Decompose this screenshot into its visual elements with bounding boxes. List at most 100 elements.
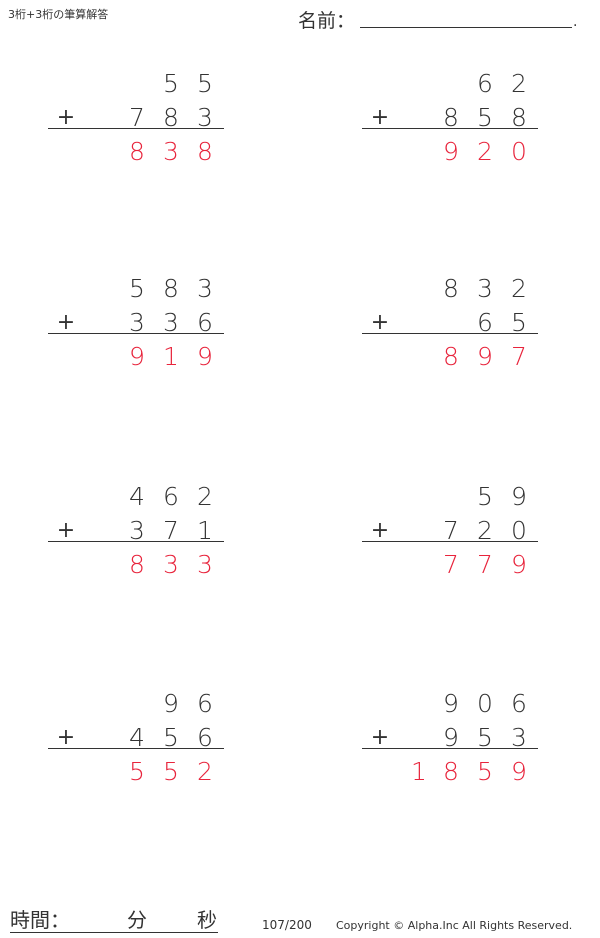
answer-digit: 7 — [443, 550, 459, 579]
answer-digit: 8 — [443, 342, 459, 371]
digit: 5 — [511, 308, 527, 337]
answer-digit: 9 — [511, 550, 527, 579]
digit: 7 — [163, 516, 179, 545]
digit: 2 — [197, 482, 213, 511]
sum-rule-line — [48, 128, 224, 129]
answer-digit: 1 — [163, 342, 179, 371]
plus-sign: + — [370, 725, 390, 750]
answer-digit: 8 — [129, 550, 145, 579]
answer-digit: 9 — [129, 342, 145, 371]
answer-digit: 8 — [197, 137, 213, 166]
digit: 2 — [511, 69, 527, 98]
name-label: 名前： — [298, 10, 356, 32]
plus-sign: + — [56, 725, 76, 750]
answer-digit: 0 — [511, 137, 527, 166]
name-end-mark: . — [573, 14, 578, 30]
digit: 8 — [163, 274, 179, 303]
digit: 7 — [443, 516, 459, 545]
digit: 5 — [163, 723, 179, 752]
digit: 3 — [511, 723, 527, 752]
worksheet-title: 3桁+3桁の筆算解答 — [8, 8, 109, 21]
plus-sign: + — [370, 310, 390, 335]
digit: 6 — [197, 689, 213, 718]
digit: 5 — [477, 103, 493, 132]
digit: 8 — [511, 103, 527, 132]
answer-digit: 2 — [477, 137, 493, 166]
plus-sign: + — [56, 105, 76, 130]
digit: 9 — [163, 689, 179, 718]
answer-digit: 3 — [163, 137, 179, 166]
time-underline — [10, 932, 218, 933]
digit: 6 — [477, 69, 493, 98]
digit: 0 — [477, 689, 493, 718]
digit: 9 — [511, 482, 527, 511]
sum-rule-line — [362, 541, 538, 542]
digit: 6 — [477, 308, 493, 337]
digit: 4 — [129, 482, 145, 511]
answer-digit: 7 — [511, 342, 527, 371]
digit: 6 — [197, 723, 213, 752]
plus-sign: + — [370, 105, 390, 130]
digit: 3 — [129, 516, 145, 545]
plus-sign: + — [56, 310, 76, 335]
answer-digit: 8 — [129, 137, 145, 166]
answer-digit: 7 — [477, 550, 493, 579]
digit: 8 — [163, 103, 179, 132]
answer-digit: 9 — [197, 342, 213, 371]
digit: 8 — [443, 103, 459, 132]
plus-sign: + — [56, 518, 76, 543]
page-number: 107/200 — [262, 918, 312, 932]
digit: 6 — [163, 482, 179, 511]
digit: 2 — [511, 274, 527, 303]
answer-digit: 9 — [511, 757, 527, 786]
digit: 9 — [443, 723, 459, 752]
sum-rule-line — [362, 748, 538, 749]
digit: 6 — [197, 308, 213, 337]
digit: 0 — [511, 516, 527, 545]
digit: 5 — [197, 69, 213, 98]
answer-digit: 2 — [197, 757, 213, 786]
digit: 3 — [477, 274, 493, 303]
answer-digit: 9 — [477, 342, 493, 371]
digit: 3 — [197, 103, 213, 132]
answer-digit: 1 — [411, 757, 427, 786]
digit: 7 — [129, 103, 145, 132]
sum-rule-line — [48, 748, 224, 749]
sum-rule-line — [362, 333, 538, 334]
time-label: 時間： — [10, 908, 70, 932]
name-field-line[interactable] — [360, 27, 572, 28]
digit: 5 — [163, 69, 179, 98]
answer-digit: 8 — [443, 757, 459, 786]
digit: 5 — [477, 723, 493, 752]
copyright-text: Copyright © Alpha.Inc All Rights Reserve… — [336, 919, 573, 932]
sum-rule-line — [48, 541, 224, 542]
digit: 3 — [129, 308, 145, 337]
digit: 5 — [129, 274, 145, 303]
